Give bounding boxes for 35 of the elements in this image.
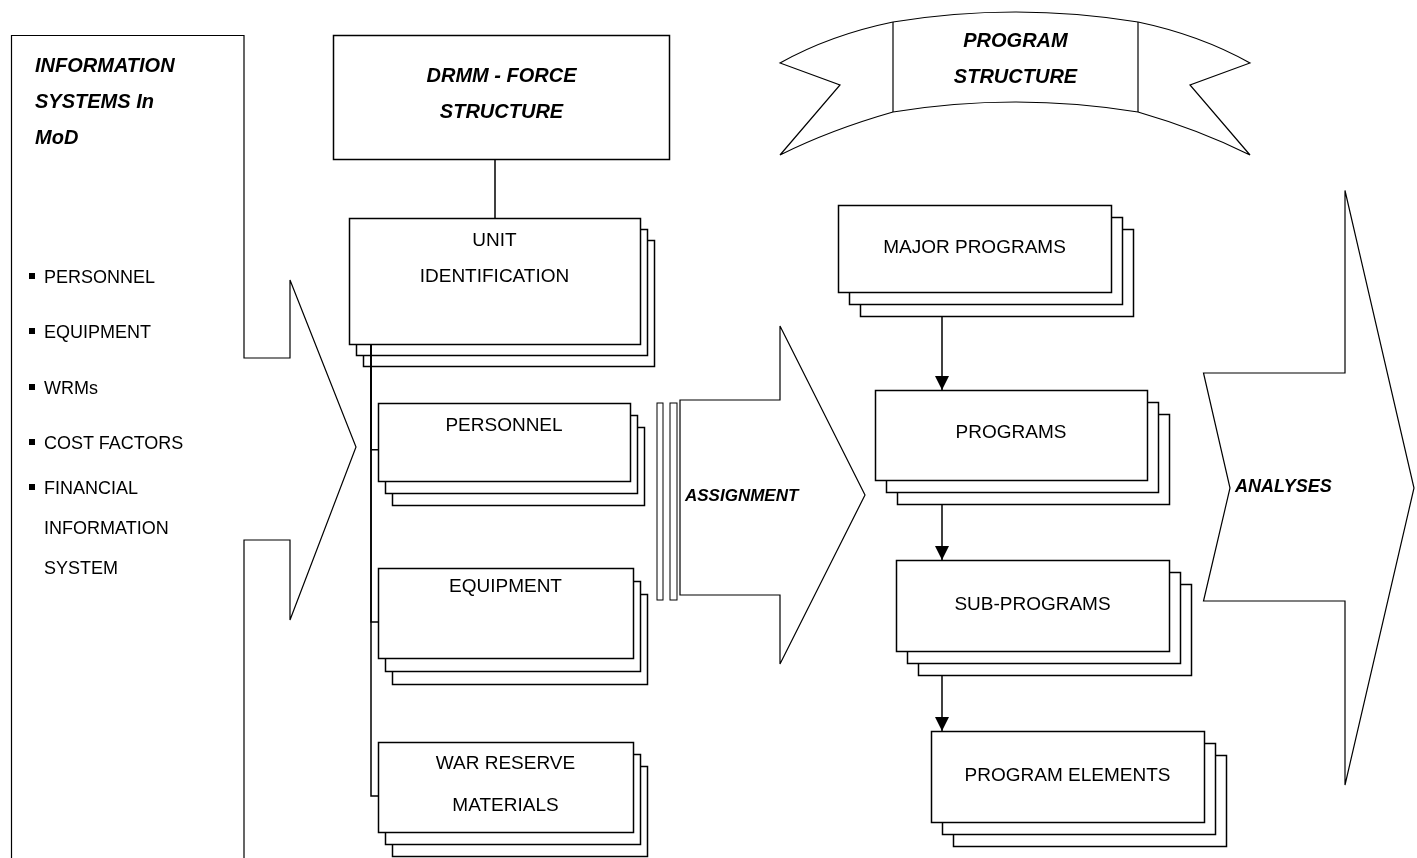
stacked-box [931, 731, 1227, 847]
box-label: DRMM - FORCE STRUCTURE [425, 63, 578, 124]
list-item: EQUIPMENT [44, 321, 151, 344]
arrow [935, 315, 949, 391]
list-item: WRMs [44, 377, 98, 400]
box-label: PROGRAM ELEMENTS [964, 763, 1171, 787]
analyses-arrow [1203, 190, 1417, 787]
box-label: PROGRAMS [955, 420, 1067, 444]
box-label: SUB-PROGRAMS [954, 592, 1111, 616]
box-label: EQUIPMENT [449, 574, 562, 598]
heading: INFORMATION SYSTEMS In MoD [35, 53, 176, 150]
arrow-label: ANALYSES [1235, 475, 1332, 498]
stacked-box [838, 205, 1134, 317]
list-item: COST FACTORS [44, 432, 184, 455]
connector-line [494, 159, 496, 219]
stacked-box [875, 390, 1170, 505]
stacked-box [378, 742, 648, 857]
box-label: PROGRAM STRUCTURE [952, 28, 1079, 89]
stacked-box [896, 560, 1192, 676]
box-label: UNIT IDENTIFICATION [418, 228, 571, 288]
box-label: MAJOR PROGRAMS [883, 235, 1066, 259]
list-item: PERSONNEL [44, 266, 156, 289]
stacked-box [349, 218, 655, 367]
connector-line [370, 343, 379, 797]
list-item: FINANCIAL INFORMATION SYSTEM [44, 477, 170, 580]
information-systems-arrow [11, 35, 358, 858]
title-box [333, 35, 670, 160]
box-label: PERSONNEL [445, 413, 563, 437]
box-label: WAR RESERVE MATERIALS [434, 751, 577, 817]
stacked-box [378, 403, 645, 506]
stacked-box [378, 568, 648, 685]
arrow-label: ASSIGNMENT [685, 485, 799, 507]
assignment-arrow [655, 325, 867, 666]
arrow [935, 503, 949, 561]
arrow [935, 674, 949, 732]
